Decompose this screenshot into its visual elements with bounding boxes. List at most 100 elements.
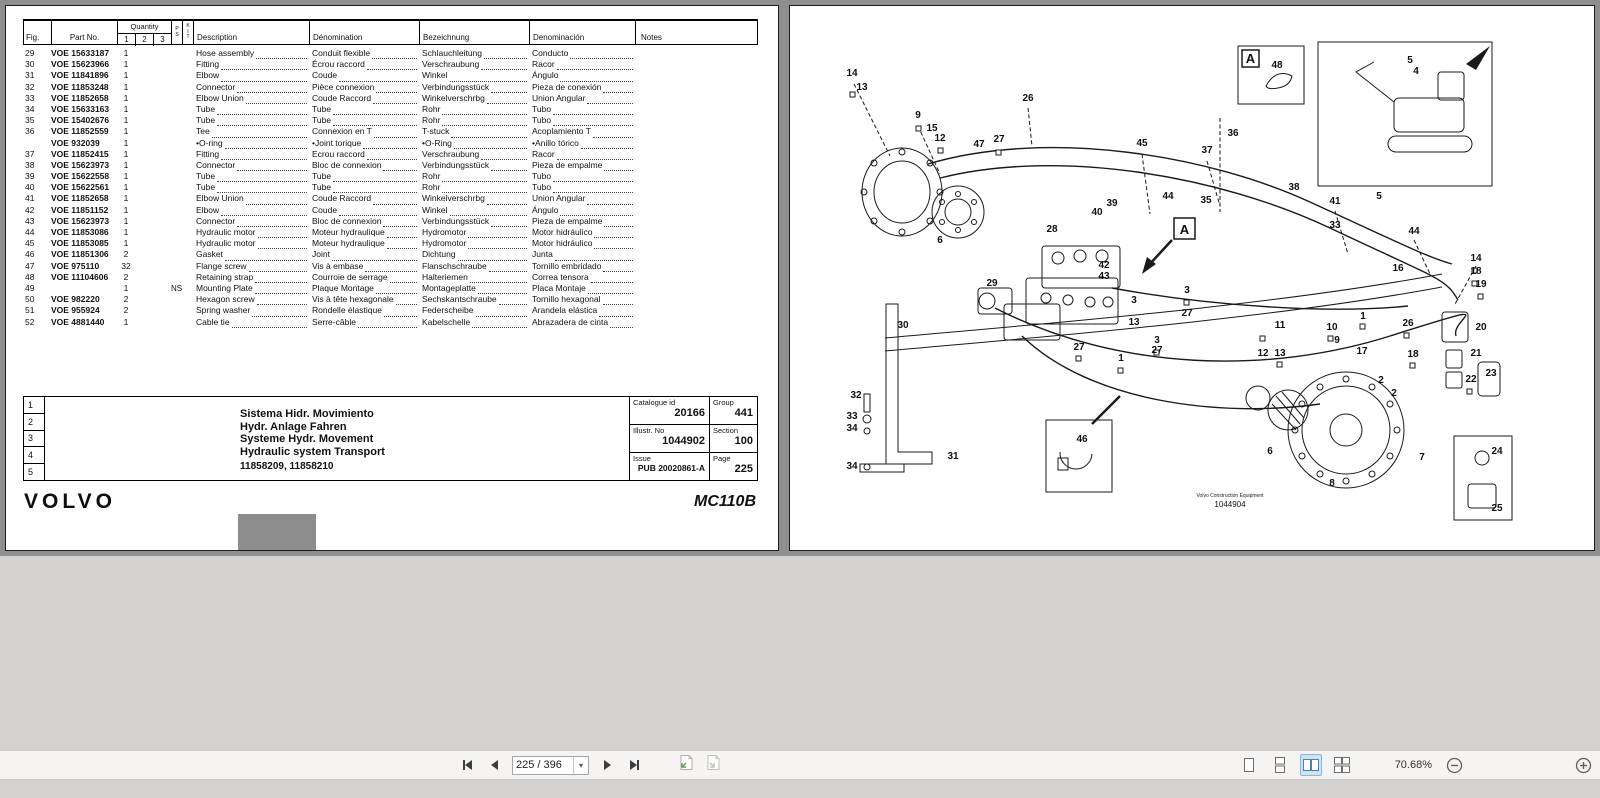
title-fr: Systeme Hydr. Movement	[240, 433, 374, 445]
two-page-view-button[interactable]	[1299, 754, 1322, 776]
callout-label: 45	[1136, 138, 1148, 149]
callout-label: 27	[1073, 342, 1085, 353]
next-view-button[interactable]	[705, 754, 722, 776]
previous-page-icon	[490, 760, 498, 770]
previous-view-button[interactable]	[678, 754, 695, 776]
callout-label: 24	[1491, 446, 1503, 457]
callout-label: 8	[1329, 478, 1335, 489]
first-page-button[interactable]	[458, 756, 476, 774]
model-code: MC110B	[694, 493, 756, 510]
callout-label: 38	[1288, 182, 1300, 193]
callout-label: 2	[1378, 375, 1384, 386]
callout-label: 18	[1470, 266, 1482, 277]
callout-label: 44	[1162, 191, 1174, 202]
callout-label: 42	[1098, 260, 1110, 271]
parts-table-header: Fig. Part No. Quantity 1 2 3 P S K I	[23, 19, 758, 46]
figure-number: 1044904	[1214, 500, 1246, 509]
callout-label: 39	[1106, 198, 1118, 209]
callout-label: 29	[986, 278, 998, 289]
callout-label: 13	[856, 82, 868, 93]
callout-label: 6	[1267, 446, 1273, 457]
title-block-row-numbers: 1 2 3 4 5	[24, 397, 45, 480]
callout-label: 26	[1402, 318, 1414, 329]
callout-label: 20	[1475, 322, 1487, 333]
continuous-view-button[interactable]	[1269, 754, 1291, 776]
callout-label: 3	[1184, 285, 1190, 296]
header-fig: Fig.	[24, 21, 52, 44]
next-page-button[interactable]	[598, 756, 616, 774]
callout-label: 47	[973, 139, 985, 150]
callout-label: 11	[1275, 320, 1286, 331]
callout-label: 23	[1485, 368, 1497, 379]
callout-label: 1	[1360, 311, 1366, 322]
illustr-no-label: Illustr. No	[633, 426, 665, 435]
two-page-continuous-view-button[interactable]	[1331, 754, 1353, 776]
next-page-icon	[603, 760, 611, 770]
zoom-out-button[interactable]	[1446, 757, 1463, 774]
callout-label: 37	[1201, 145, 1213, 156]
header-qty-2: 2	[136, 34, 154, 46]
credit-line: Volvo Construction Equipment	[1197, 493, 1265, 499]
callout-label: 36	[1227, 128, 1239, 139]
callout-label: 41	[1329, 196, 1341, 207]
callout-label: 43	[1098, 271, 1110, 282]
last-page-button[interactable]	[625, 756, 643, 774]
callout-label: 12	[934, 133, 946, 144]
callout-label: 10	[1326, 322, 1338, 333]
chevron-down-icon[interactable]: ▾	[573, 756, 588, 774]
single-page-view-button[interactable]	[1238, 754, 1260, 776]
zoom-in-button[interactable]	[1575, 757, 1592, 774]
callout-label: 17	[1356, 346, 1368, 357]
callout-label: 33	[1329, 220, 1341, 231]
viewer-toolbar: ▾	[0, 750, 1600, 780]
title-block-meta: Catalogue id 20166 Group 441 Illustr. No…	[630, 397, 757, 480]
catalogue-id-label: Catalogue id	[633, 398, 676, 407]
header-qty-1: 1	[118, 34, 136, 46]
next-view-icon	[707, 755, 720, 770]
page-number-field[interactable]: ▾	[512, 755, 589, 775]
callout-label: 25	[1491, 503, 1503, 514]
header-denomination: Dénomination	[310, 21, 420, 44]
group-value: 441	[734, 407, 753, 419]
document-view-area: Fig. Part No. Quantity 1 2 3 P S K I	[0, 0, 1600, 556]
callout-label: 13	[1274, 348, 1286, 359]
header-qty-3: 3	[160, 35, 165, 44]
continuous-page-icon	[1274, 757, 1285, 773]
two-page-continuous-icon	[1333, 757, 1350, 773]
header-kit: K I T	[183, 21, 194, 44]
callout-label: 3	[1131, 295, 1137, 306]
callout-label: 7	[1419, 452, 1425, 463]
callout-label: 2	[1391, 388, 1397, 399]
previous-page-button[interactable]	[485, 756, 503, 774]
first-page-icon	[462, 760, 465, 770]
zoom-out-icon	[1446, 757, 1463, 773]
callout-label: 26	[1022, 93, 1034, 104]
diagram-svg: 1413915124727264537364854354439403841335…	[846, 41, 1513, 521]
callout-label: 13	[1128, 317, 1140, 328]
callout-label: 9	[1334, 335, 1340, 346]
header-denominacion: Denominación	[530, 21, 636, 44]
last-page-icon	[629, 760, 637, 770]
callout-label: 28	[1046, 224, 1058, 235]
issue-value: PUB 20020861-A	[637, 463, 705, 473]
zoom-level[interactable]: 70.68%	[1394, 759, 1432, 771]
volvo-logo: VOLVO	[24, 490, 116, 513]
title-en: Hydraulic system Transport	[240, 445, 385, 458]
callout-label: 15	[926, 123, 938, 134]
page-number-input[interactable]	[513, 759, 573, 771]
